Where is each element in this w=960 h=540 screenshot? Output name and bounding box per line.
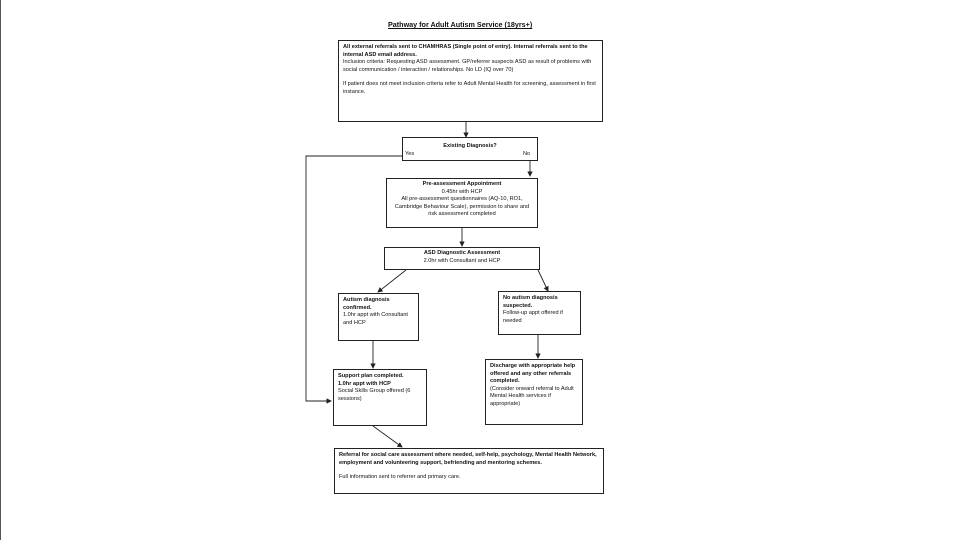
arrow-support-to-final <box>372 425 403 448</box>
page-edge-line <box>0 0 1 540</box>
pre-assessment-details: All pre-assessment questionnaires (AQ-10… <box>394 196 530 218</box>
not-suspected-details: Follow-up appt offered if needed <box>503 310 563 324</box>
diagnosis-confirmed-box: Autism diagnosis confirmed. 1.0hr appt w… <box>338 293 419 341</box>
referral-box: All external referrals sent to CHAMHRAS … <box>338 40 603 122</box>
pre-assessment-heading: Pre-assessment Appointment <box>422 181 502 187</box>
discharge-heading: Discharge with appropriate help offered … <box>490 363 576 385</box>
discharge-details: (Consider onward referral to Adult Menta… <box>490 385 574 407</box>
diagnostic-assessment-box: ASD Diagnostic Assessment 2.0hr with Con… <box>384 247 540 270</box>
discharge-box: Discharge with appropriate help offered … <box>485 359 583 425</box>
final-referral-text: Referral for social care assessment wher… <box>339 452 597 466</box>
no-label: No <box>523 151 531 157</box>
support-appt: 1.0hr appt with HCP <box>338 380 391 387</box>
diagnostic-heading: ASD Diagnostic Assessment <box>423 250 501 256</box>
support-plan-box: Support plan completed. 1.0hr appt with … <box>333 369 427 426</box>
final-referral-box: Referral for social care assessment wher… <box>334 448 604 494</box>
arrow-diagnostic-to-confirmed <box>377 269 407 293</box>
existing-diagnosis-box: Existing Diagnosis? <box>402 137 538 161</box>
referral-entry-text: All external referrals sent to CHAMHRAS … <box>343 44 588 58</box>
existing-diagnosis-question: Existing Diagnosis? <box>443 143 497 149</box>
arrow-diagnostic-to-notsuspected <box>537 269 549 292</box>
confirmed-details: 1.0hr appt with Consultant and HCP <box>343 312 408 326</box>
diagnostic-duration: 2.0hr with Consultant and HCP <box>423 257 501 264</box>
support-heading: Support plan completed. <box>338 373 404 379</box>
yes-label: Yes <box>405 151 415 157</box>
support-group: Social Skills Group offered (6 sessions) <box>338 388 411 402</box>
final-info-text: Full information sent to referrer and pr… <box>339 474 461 481</box>
not-suspected-heading: No autism diagnosis suspected. <box>503 295 558 309</box>
referral-exclusion-text: If patient does not meet inclusion crite… <box>343 81 596 95</box>
confirmed-heading: Autism diagnosis confirmed. <box>343 297 390 311</box>
arrow-yes-to-support <box>305 155 402 404</box>
pre-assessment-box: Pre-assessment Appointment 0.45hr with H… <box>386 178 538 228</box>
no-diagnosis-box: No autism diagnosis suspected. Follow-up… <box>498 291 581 335</box>
pre-assessment-duration: 0.45hr with HCP <box>441 188 483 195</box>
page-title: Pathway for Adult Autism Service (18yrs+… <box>388 20 533 29</box>
referral-inclusion-text: Inclusion criteria: Requesting ASD asses… <box>343 59 592 73</box>
